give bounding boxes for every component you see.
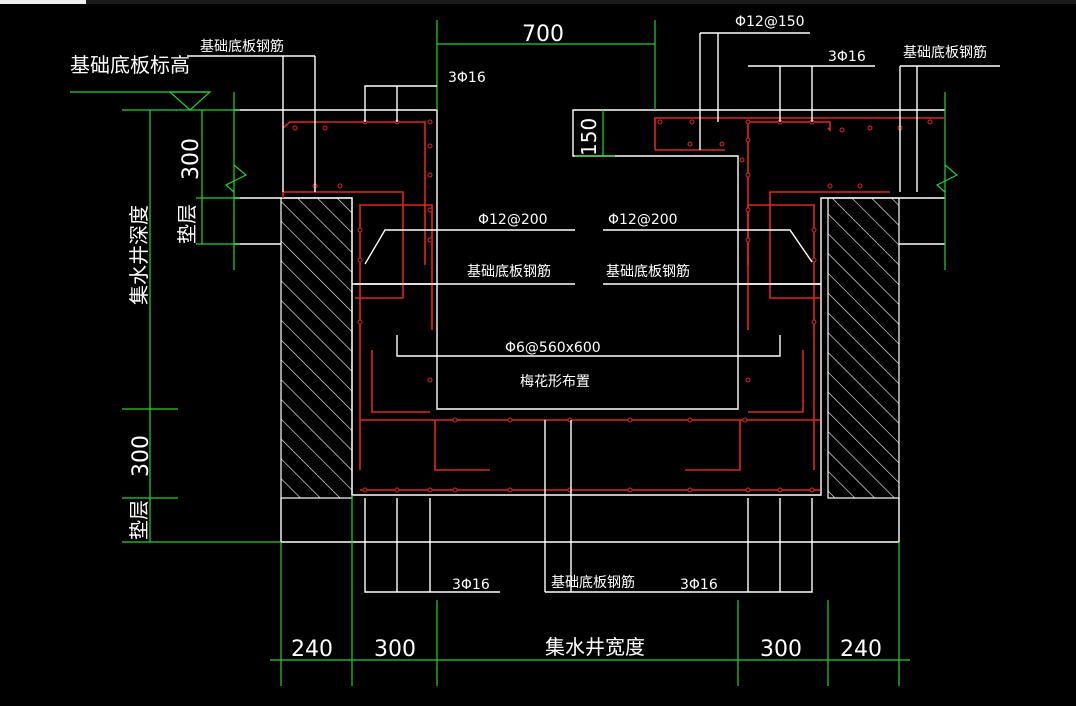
concrete-outline <box>234 109 945 543</box>
rebar-section-dot <box>507 487 513 493</box>
leader-lines <box>187 32 1000 593</box>
bar-phi12-200-right-label: Φ12@200 <box>608 212 678 228</box>
rebar-section-dot <box>322 125 328 131</box>
rebar-section-dot <box>745 137 751 143</box>
rebar-section-dot <box>687 417 693 423</box>
bottom-240-left-dimension: 240 <box>291 637 333 662</box>
rebar-section-dot <box>427 207 433 213</box>
bar-3phi16-top-left-label: 3Φ16 <box>448 70 486 86</box>
rebar-section-dot <box>357 257 363 263</box>
slab-rebar-top-right-label: 基础底板钢筋 <box>903 44 987 61</box>
rebar-section-dot <box>745 119 751 125</box>
rebar-section-dot <box>687 141 693 147</box>
rebar-section-dot <box>357 227 363 233</box>
rebar-section-dot <box>627 487 633 493</box>
bottom-300-right-dimension: 300 <box>760 637 802 662</box>
cushion-top-label: 垫层 <box>175 204 199 244</box>
rebar-section-dot <box>687 487 693 493</box>
pit-depth-label: 集水井深度 <box>127 205 151 305</box>
rebar-section-dot <box>362 487 368 493</box>
bar-phi12-200-left-label: Φ12@200 <box>478 212 548 228</box>
rebar-section-dot <box>745 237 751 243</box>
slab-rebar-mid-right-label: 基础底板钢筋 <box>606 263 690 280</box>
rebar-section-dot <box>452 417 458 423</box>
slab-rebar-bottom-label: 基础底板钢筋 <box>551 574 635 591</box>
right-brick-wall <box>827 197 900 499</box>
cushion-bottom-label: 垫层 <box>127 500 151 540</box>
bar-3phi16-top-right-label: 3Φ16 <box>828 49 866 65</box>
bottom-240-right-dimension: 240 <box>840 637 882 662</box>
rebar-section-dot <box>719 141 725 147</box>
slab-rebar-mid-left-label: 基础底板钢筋 <box>467 263 551 280</box>
bar-3phi16-bottom-right-label: 3Φ16 <box>680 577 718 593</box>
annotations: 基础底板标高 基础底板钢筋 3Φ16 Φ12@150 3Φ16 基础底板钢筋 Φ… <box>70 14 987 662</box>
rebar-section-dot <box>427 377 433 383</box>
brick-walls <box>280 197 900 499</box>
step-height-dimension: 150 <box>577 118 601 156</box>
rebar-section-dot <box>452 487 458 493</box>
rebar-section-dot <box>745 207 751 213</box>
rebar-section-dot <box>427 119 433 125</box>
rebar-section-dot <box>427 487 433 493</box>
bar-3phi16-bottom-left-label: 3Φ16 <box>452 577 490 593</box>
rebar-section-dot <box>809 487 815 493</box>
rebar-section-dot <box>927 119 933 125</box>
rebar-section-dot <box>394 487 400 493</box>
left-brick-wall <box>280 197 353 499</box>
rebar-section-dot <box>657 119 663 125</box>
slab-thickness-bottom-dimension: 300 <box>129 435 154 477</box>
slab-thickness-top-dimension: 300 <box>179 138 204 180</box>
rebar-section-dot <box>507 417 513 423</box>
rebar-section-dot <box>742 417 748 423</box>
rebar-section-dot <box>427 143 433 149</box>
rebar-section-dot <box>827 183 833 189</box>
top-width-dimension: 700 <box>522 22 564 47</box>
rebar-section-dot <box>857 183 863 189</box>
dimension-lines <box>70 20 959 686</box>
rebar-section-dot <box>427 237 433 243</box>
rebar-section-dot <box>357 319 363 325</box>
tie-layout-label: 梅花形布置 <box>520 374 590 390</box>
tie-bar-label: Φ6@560x600 <box>505 340 601 356</box>
rebar-section-dot <box>777 487 783 493</box>
rebar-section-dot <box>627 417 633 423</box>
rebar-section-dot <box>811 319 817 325</box>
rebar-section-dot <box>745 487 751 493</box>
rebar-section-dot <box>867 125 873 131</box>
rebar-section-dot <box>689 119 695 125</box>
rebar-section-dot <box>839 127 845 133</box>
rebar-section-dot <box>811 227 817 233</box>
rebar-section-dot <box>427 172 433 178</box>
bottom-300-left-dimension: 300 <box>374 637 416 662</box>
rebar-section-dot <box>745 377 751 383</box>
slab-elevation-label: 基础底板标高 <box>70 53 190 77</box>
rebar-section-dot <box>337 183 343 189</box>
rebar-section-dot <box>292 125 298 131</box>
rebar-section-dot <box>739 157 745 163</box>
bar-phi12-150-label: Φ12@150 <box>735 14 805 30</box>
rebar-section-dot <box>811 257 817 263</box>
slab-rebar-top-left-label: 基础底板钢筋 <box>200 38 284 55</box>
window-top-strip <box>0 0 1076 4</box>
rebar-section-dot <box>745 172 751 178</box>
pit-width-label: 集水井宽度 <box>545 635 645 659</box>
